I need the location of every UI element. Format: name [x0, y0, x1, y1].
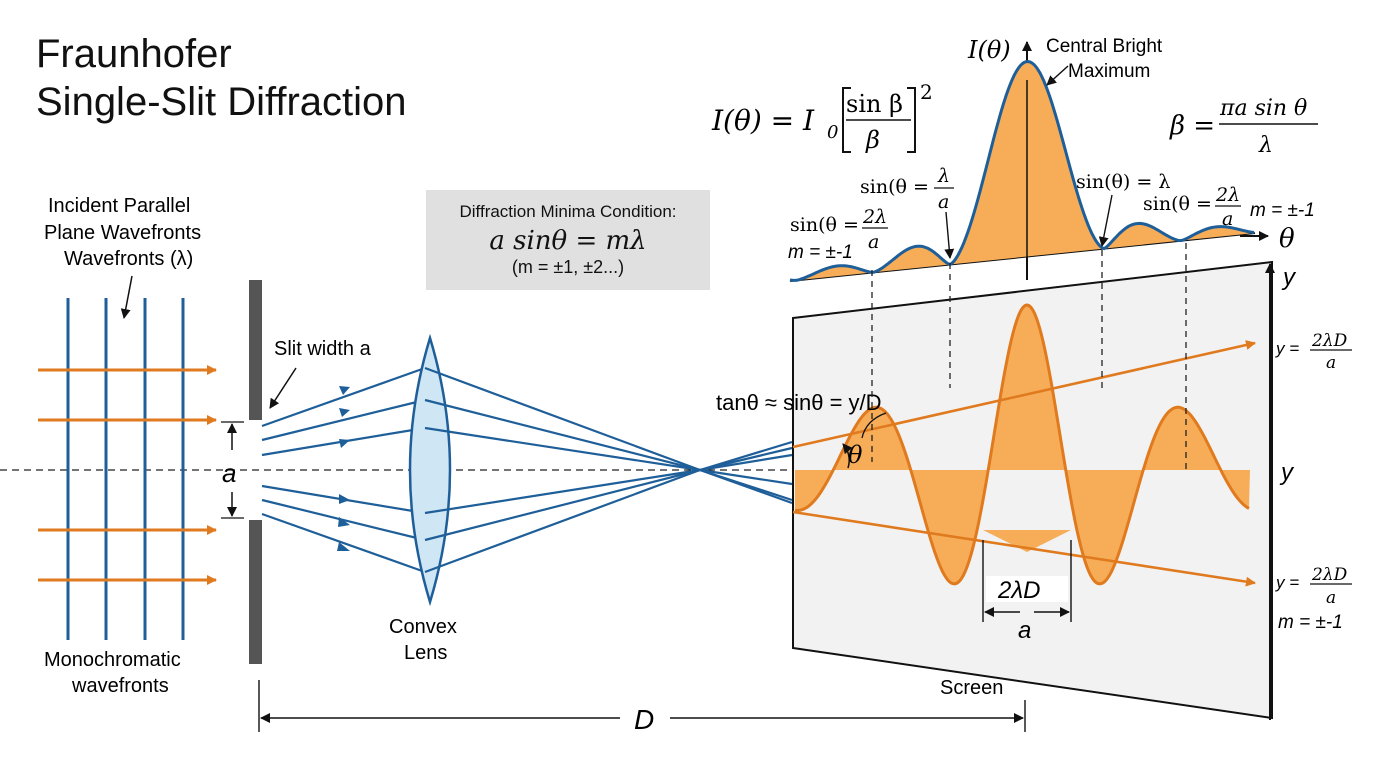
y-bottom-lhs: y =	[1275, 573, 1299, 592]
spacing-label-background	[986, 576, 1068, 602]
ray-arrowhead	[339, 386, 350, 395]
first-minimum-right-pointer	[1098, 194, 1113, 247]
incident-label-line-2: Plane Wavefronts	[44, 222, 201, 244]
angle-theta-label: θ	[848, 441, 863, 469]
projection-lines	[871, 243, 1187, 472]
page-title: Fraunhofer Single-Slit Diffraction	[36, 30, 407, 126]
slit-barrier-bottom	[249, 520, 262, 664]
diffracted-ray	[261, 512, 426, 574]
diffracted-ray	[261, 398, 426, 442]
monochromatic-label-line-1: Monochromatic	[44, 649, 181, 671]
minima-condition-title: Diffraction Minima Condition:	[459, 202, 677, 221]
focused-ray	[424, 446, 793, 542]
incident-label-line-3: Wavefronts (λ)	[64, 248, 193, 270]
screen-panel	[792, 260, 1273, 720]
convex-lens	[408, 333, 452, 607]
min-right2-lhs: sin(θ =	[1143, 193, 1212, 215]
min-left1-den: a	[938, 191, 949, 213]
intensity-formula-exponent: 2	[920, 80, 933, 104]
minima-condition-box: Diffraction Minima Condition: a sinθ = m…	[426, 190, 710, 290]
diffracted-ray	[261, 366, 426, 428]
screen-intensity-curve	[794, 303, 1250, 586]
intensity-axis-label: I(θ)	[967, 36, 1011, 64]
min-right1-label: sin(θ) = λ	[1076, 171, 1170, 193]
angle-theta-arc	[842, 443, 853, 469]
beta-formula-lhs: β =	[1169, 111, 1215, 141]
central-max-pointer	[1046, 65, 1069, 86]
theta-axis-label: θ	[1279, 224, 1295, 254]
minima-condition-equation: a sinθ = mλ	[489, 226, 647, 256]
screen-label: Screen	[940, 677, 1003, 699]
y-top-num: 2λD	[1311, 331, 1348, 351]
title-line-1: Fraunhofer	[36, 32, 232, 76]
intensity-profile-fill	[790, 61, 1255, 281]
min-left1-lhs: sin(θ =	[860, 176, 929, 198]
spacing-denominator: a	[1018, 617, 1031, 644]
diffracted-ray	[261, 498, 426, 542]
ray-to-first-minimum-bottom	[792, 510, 1256, 587]
title-line-2: Single-Slit Diffraction	[36, 80, 407, 124]
monochromatic-label-line-2: wavefronts	[71, 675, 169, 697]
ray-arrowhead	[339, 408, 350, 417]
beta-formula-denominator: λ	[1258, 133, 1273, 158]
intensity-formula-lhs: I(θ) = I	[711, 104, 815, 137]
intensity-formula-subscript: 0	[827, 122, 838, 143]
distance-D-label: D	[634, 704, 654, 735]
ray-to-first-minimum-top	[792, 340, 1256, 449]
intensity-profile-curve	[789, 59, 1255, 282]
min-right2-num: 2λ	[1215, 184, 1240, 206]
lens-to-screen-rays	[424, 366, 793, 574]
y-axis-label: y	[1281, 264, 1297, 291]
beta-formula-numerator: πa sin θ	[1219, 96, 1307, 121]
y-position-label: y	[1279, 459, 1295, 486]
min-right2-den: a	[1222, 208, 1233, 230]
small-angle-approximation: tanθ ≈ sinθ = y/D	[716, 390, 882, 415]
slit-barrier-top	[249, 280, 262, 420]
lens-label-line-2: Lens	[404, 642, 447, 664]
focused-ray	[424, 440, 793, 574]
min-left2-den: a	[868, 231, 879, 253]
incident-rays	[38, 365, 217, 585]
first-minimum-left-pointer	[944, 211, 955, 259]
bracket-left	[842, 87, 851, 153]
ray-arrowhead	[339, 494, 350, 504]
spacing-numerator: 2λD	[997, 577, 1041, 604]
intensity-formula-denominator: β	[865, 126, 880, 154]
slit-a-label: a	[222, 458, 236, 488]
ray-arrowhead	[338, 517, 350, 527]
incident-label-line-1: Incident Parallel	[48, 195, 190, 217]
ray-arrowhead	[339, 439, 350, 448]
central-max-label-2: Maximum	[1068, 61, 1150, 82]
plane-wavefronts	[66, 298, 185, 640]
ray-direction-arrowheads	[337, 386, 350, 551]
bracket-right	[907, 87, 916, 153]
intensity-formula-numerator: sin β	[846, 90, 903, 118]
lens-label-line-1: Convex	[389, 616, 457, 638]
min-left1-num: λ	[937, 165, 950, 187]
screen-intensity-fill	[795, 305, 1250, 584]
y-bottom-den: a	[1326, 588, 1336, 608]
minima-condition-m-values: (m = ±1, ±2...)	[511, 257, 625, 277]
min-left2-num: 2λ	[862, 206, 887, 228]
y-bottom-m: m = ±-1	[1278, 612, 1343, 633]
central-max-label-1: Central Bright	[1046, 36, 1163, 57]
y-top-den: a	[1326, 353, 1336, 373]
min-right2-m: m = ±-1	[1250, 200, 1315, 221]
small-angle-pointer	[861, 412, 887, 439]
min-left2-m: m = ±-1	[788, 242, 853, 263]
min-left2-lhs: sin(θ =	[790, 214, 859, 236]
y-top-lhs: y =	[1275, 339, 1299, 358]
slit-width-pointer-arrow	[269, 367, 297, 409]
slit-width-label: Slit width a	[274, 338, 372, 360]
wavefront-pointer-arrow	[120, 275, 133, 319]
ray-arrowhead	[337, 542, 350, 551]
y-bottom-num: 2λD	[1311, 565, 1348, 585]
